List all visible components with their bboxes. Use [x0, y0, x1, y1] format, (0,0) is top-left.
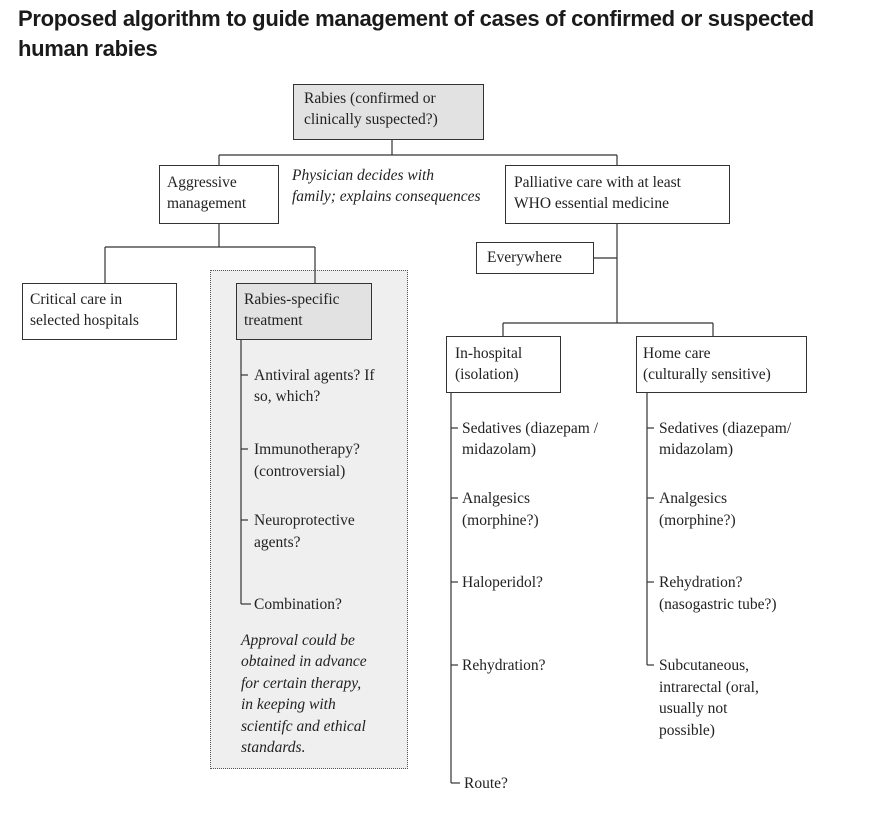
in-hospital-haloperidol: Haloperidol?	[462, 574, 543, 591]
in-hospital-line-2: (isolation)	[455, 366, 519, 383]
in-hospital-analgesics-1: Analgesics	[462, 490, 531, 507]
rabies-item-immuno-2: (controversial)	[254, 463, 346, 480]
approval-note-line-2: obtained in advance	[241, 653, 367, 670]
in-hospital-sedatives-1: Sedatives (diazepam /	[462, 420, 599, 437]
home-care-analgesics-1: Analgesics	[659, 490, 728, 507]
home-care-subcutaneous-1: Subcutaneous,	[659, 657, 749, 674]
root-node-line-1: Rabies (confirmed or	[304, 90, 436, 107]
home-care-rehydration-2: (nasogastric tube?)	[659, 596, 777, 613]
approval-note-line-5: scientifc and ethical	[241, 718, 366, 735]
rabies-specific-line-1: Rabies-specific	[244, 291, 340, 308]
everywhere-box	[476, 242, 594, 274]
home-care-box	[636, 336, 807, 393]
home-care-analgesics-2: (morphine?)	[659, 512, 736, 529]
rabies-item-neuro-1: Neuroprotective	[254, 512, 355, 529]
critical-care-line-2: selected hospitals	[30, 312, 139, 329]
home-care-subcutaneous-3: usually not	[659, 700, 728, 717]
palliative-care-box	[505, 165, 730, 224]
aggressive-line-1: Aggressive	[167, 174, 237, 191]
approval-note-line-1: Approval could be	[241, 632, 355, 649]
in-hospital-rehydration: Rehydration?	[462, 657, 546, 674]
rabies-specific-box	[236, 283, 372, 340]
root-node-line-2: clinically suspected?)	[304, 111, 438, 128]
in-hospital-analgesics-2: (morphine?)	[462, 512, 539, 529]
approval-note-line-6: standards.	[241, 739, 306, 756]
aggressive-line-2: management	[167, 195, 247, 212]
aggressive-management-box	[159, 165, 279, 224]
home-care-subcutaneous-4: possible)	[659, 722, 715, 739]
home-care-line-1: Home care	[643, 345, 711, 362]
everywhere-label: Everywhere	[487, 249, 562, 266]
rabies-item-combination: Combination?	[254, 596, 342, 613]
approval-note-line-4: in keeping with	[241, 696, 336, 713]
approval-note-line-3: for certain therapy,	[241, 675, 362, 692]
in-hospital-line-1: In-hospital	[455, 345, 523, 362]
rabies-item-antiviral-1: Antiviral agents? If	[254, 367, 375, 384]
physician-note-line-1: Physician decides with	[292, 167, 435, 184]
home-care-subcutaneous-2: intrarectal (oral,	[659, 679, 759, 696]
home-care-sedatives-1: Sedatives (diazepam/	[659, 420, 792, 437]
rabies-specific-line-2: treatment	[244, 312, 303, 329]
figure-title: Proposed algorithm to guide management o…	[18, 6, 814, 61]
palliative-line-1: Palliative care with at least	[514, 174, 681, 191]
critical-care-line-1: Critical care in	[30, 291, 123, 308]
rabies-item-immuno-1: Immunotherapy?	[254, 441, 360, 458]
in-hospital-box	[446, 336, 561, 393]
rabies-item-antiviral-2: so, which?	[254, 388, 321, 405]
home-care-sedatives-2: midazolam)	[659, 441, 734, 458]
home-care-line-2: (culturally sensitive)	[643, 366, 771, 383]
home-care-rehydration-1: Rehydration?	[659, 574, 743, 591]
critical-care-box	[22, 283, 177, 340]
in-hospital-route: Route?	[464, 775, 508, 792]
in-hospital-sedatives-2: midazolam)	[462, 441, 537, 458]
physician-note-line-2: family; explains consequences	[292, 188, 481, 205]
root-node-box	[293, 84, 484, 140]
palliative-line-2: WHO essential medicine	[514, 195, 669, 212]
rabies-item-neuro-2: agents?	[254, 534, 301, 551]
